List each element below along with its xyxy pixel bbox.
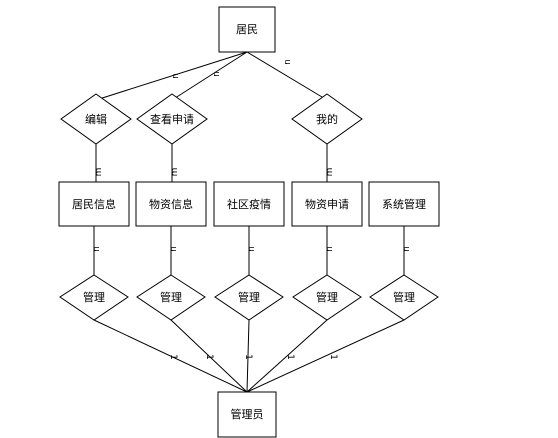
entity-resident-info (58, 181, 130, 227)
entity-resident-info-label: 居民信息 (72, 197, 116, 211)
relation-view-request-label: 查看申请 (150, 112, 194, 126)
entity-supply-info-label: 物资信息 (149, 197, 193, 211)
relation-manage-4-label: 管理 (316, 290, 338, 304)
relation-manage-3 (214, 274, 284, 321)
relation-manage-5 (369, 274, 439, 321)
entity-supply-request-label: 物资申请 (305, 197, 349, 211)
cardinality-m-view: m (170, 168, 180, 177)
cardinality-1-manage-1: 1 (168, 354, 178, 360)
relation-manage-2-label: 管理 (160, 290, 182, 304)
relation-manage-1-label: 管理 (83, 290, 105, 304)
cardinality-m-mine: m (325, 168, 335, 177)
entity-admin-label: 管理员 (231, 407, 264, 421)
relation-view-request (136, 93, 208, 145)
cardinality-1-manage-4: 1 (285, 354, 295, 360)
entity-resident-label: 居民 (236, 23, 258, 36)
entity-supply-info (135, 181, 207, 227)
relation-edit-label: 编辑 (85, 112, 107, 126)
line-manage3-admin (246, 319, 250, 393)
relation-manage-1 (59, 274, 129, 321)
cardinality-n-manage-4: n (325, 246, 335, 252)
line-resident-edit (95, 51, 248, 101)
cardinality-1-manage-3: 1 (243, 354, 253, 360)
entity-system-mgmt-label: 系统管理 (382, 197, 426, 211)
entity-resident (218, 6, 276, 53)
relation-manage-4 (292, 274, 362, 321)
entity-epidemic (213, 181, 285, 227)
line-manage2-admin (170, 319, 248, 393)
cardinality-n-edit: n (171, 73, 181, 79)
cardinality-m-edit: m (94, 168, 104, 177)
cardinality-1-manage-5: 1 (328, 354, 338, 360)
cardinality-n-manage-5: n (402, 246, 412, 252)
line-resident-mine (246, 51, 328, 101)
entity-admin (217, 391, 277, 438)
line-manage5-admin (246, 319, 405, 393)
entity-supply-request (291, 181, 363, 227)
line-manage4-admin (246, 319, 328, 393)
relation-manage-5-label: 管理 (393, 290, 415, 304)
cardinality-1-manage-2: 1 (204, 354, 214, 360)
cardinality-n-view: n (212, 71, 222, 77)
line-resident-view (171, 51, 248, 101)
relation-manage-3-label: 管理 (238, 290, 260, 304)
relation-mine-label: 我的 (316, 112, 338, 126)
relation-mine (291, 93, 363, 145)
relation-edit (60, 93, 132, 145)
entity-epidemic-label: 社区疫情 (227, 197, 271, 211)
relation-manage-2 (136, 274, 206, 321)
entity-system-mgmt (368, 181, 440, 227)
cardinality-n-manage-1: n (92, 246, 102, 252)
cardinality-n-manage-3: n (247, 246, 257, 252)
cardinality-n-mine: n (283, 59, 293, 65)
cardinality-n-manage-2: n (169, 246, 179, 252)
line-manage1-admin (93, 319, 248, 393)
